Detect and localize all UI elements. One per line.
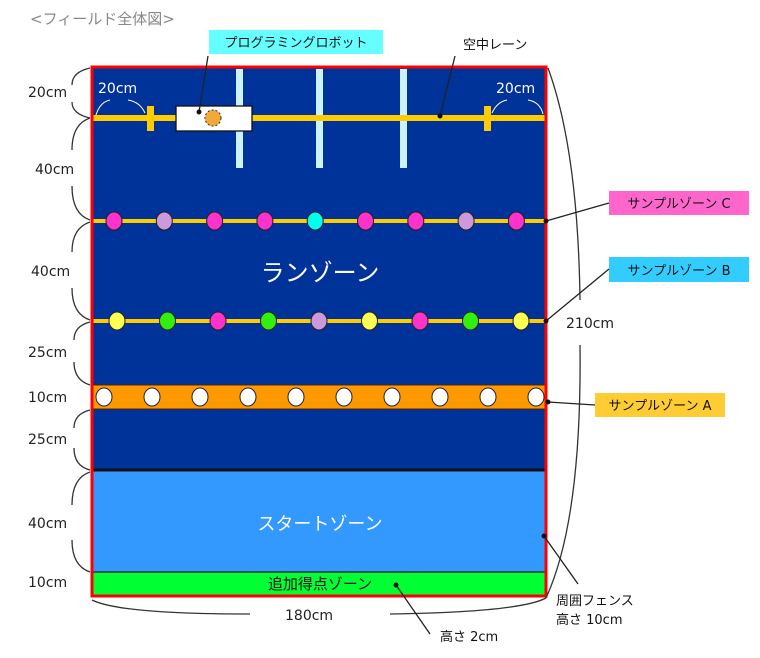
robot-ball-icon: [204, 109, 222, 127]
sample-a-ball: [95, 387, 113, 407]
sample-a-ball: [191, 387, 209, 407]
sample-b-ball: [361, 311, 378, 331]
sample-a-ball: [383, 387, 401, 407]
brace: [73, 321, 91, 386]
brace: [71, 117, 91, 221]
diagram-title: <フィールド全体図>: [30, 10, 175, 28]
sample-c-ball: [457, 211, 475, 231]
sample-b-ball: [260, 311, 277, 331]
aerial-lane: [92, 115, 546, 121]
brace: [71, 221, 91, 321]
lane-stopper-right: [484, 106, 491, 131]
inner-left-dimension: 20cm: [98, 81, 137, 97]
fence-callout-line2: 高さ 10cm: [556, 612, 623, 628]
height-brace: [545, 67, 581, 599]
run-zone-label: ランゾーン: [261, 259, 380, 287]
sample-b-ball: [108, 311, 126, 331]
dimension-label: 25cm: [28, 345, 67, 361]
sample-c-ball: [407, 211, 425, 231]
dimension-label: 25cm: [28, 432, 67, 448]
sample-b-ball: [209, 311, 227, 331]
leader-line: [198, 55, 209, 113]
width-dimension: 180cm: [285, 608, 333, 624]
aerial-lane-callout: 空中レーン: [463, 38, 527, 53]
sample-c-ball: [306, 211, 324, 231]
leader-dot: [196, 109, 202, 115]
sample-a-ball: [287, 387, 305, 407]
sample-b-callout-box: [609, 257, 749, 282]
sample-a-ball: [479, 387, 497, 407]
leader-dot: [393, 582, 399, 588]
dimension-label: 40cm: [35, 162, 74, 178]
perimeter-fence: [90, 65, 548, 598]
leader-line: [545, 202, 610, 222]
sample-b-ball: [512, 311, 530, 331]
lane-stopper-left: [147, 106, 154, 131]
leader-dot: [437, 113, 443, 119]
leader-dot: [543, 318, 549, 324]
leader-dot: [541, 533, 547, 539]
sample-b-ball: [310, 311, 328, 331]
sample-a-callout-box: [595, 393, 725, 417]
sample-c-callout: サンプルゾーン C: [627, 197, 730, 212]
total-height-dimension: 210cm: [566, 316, 614, 332]
dimension-label: 40cm: [28, 516, 67, 532]
brace: [71, 67, 91, 119]
leader-line: [543, 535, 579, 585]
brace: [71, 471, 91, 573]
leader-dot: [545, 399, 551, 405]
sample-c-ball: [256, 211, 274, 231]
sample-a-callout: サンプルゾーン A: [609, 399, 712, 414]
zone-height-callout: 高さ 2cm: [440, 629, 498, 645]
sample-b-callout: サンプルゾーン B: [627, 264, 730, 279]
inner-right-dimension: 20cm: [496, 81, 535, 97]
sample-a-ball: [527, 387, 545, 407]
sample-c-ball: [105, 211, 123, 231]
inner-left-arc: [95, 99, 146, 116]
robot-callout-box: [209, 30, 383, 54]
dimension-label: 40cm: [31, 264, 70, 280]
bonus-zone: [92, 572, 546, 596]
sample-c-callout-box: [609, 191, 749, 215]
sample-a-ball: [143, 387, 161, 407]
sample-c-ball: [155, 211, 173, 231]
sample-a-ball: [239, 387, 257, 407]
dimension-label: 20cm: [28, 85, 67, 101]
inner-right-arc: [491, 99, 544, 115]
start-zone: [92, 471, 546, 572]
sample-c-ball: [206, 211, 224, 231]
leader-line: [395, 584, 431, 635]
width-brace: [91, 597, 547, 615]
fence-callout-line1: 周囲フェンス: [556, 594, 634, 609]
robot-callout: プログラミングロボット: [224, 36, 367, 51]
sample-b-ball: [159, 311, 176, 331]
sample-a-ball: [431, 387, 449, 407]
leader-dot: [543, 218, 549, 224]
sample-b-ball: [411, 311, 429, 331]
leader-line: [545, 268, 610, 322]
bonus-zone-label: 追加得点ゾーン: [268, 575, 372, 593]
start-zone-label: スタートゾーン: [257, 514, 382, 535]
brace: [73, 409, 91, 471]
leader-line: [547, 401, 596, 406]
sample-c-ball: [357, 211, 374, 231]
dimension-label: 10cm: [28, 575, 67, 591]
sample-b-ball: [462, 311, 479, 331]
sample-c-ball: [507, 211, 525, 231]
leader-line: [439, 55, 456, 117]
dimension-label: 10cm: [28, 390, 67, 406]
sample-a-ball: [335, 387, 353, 407]
